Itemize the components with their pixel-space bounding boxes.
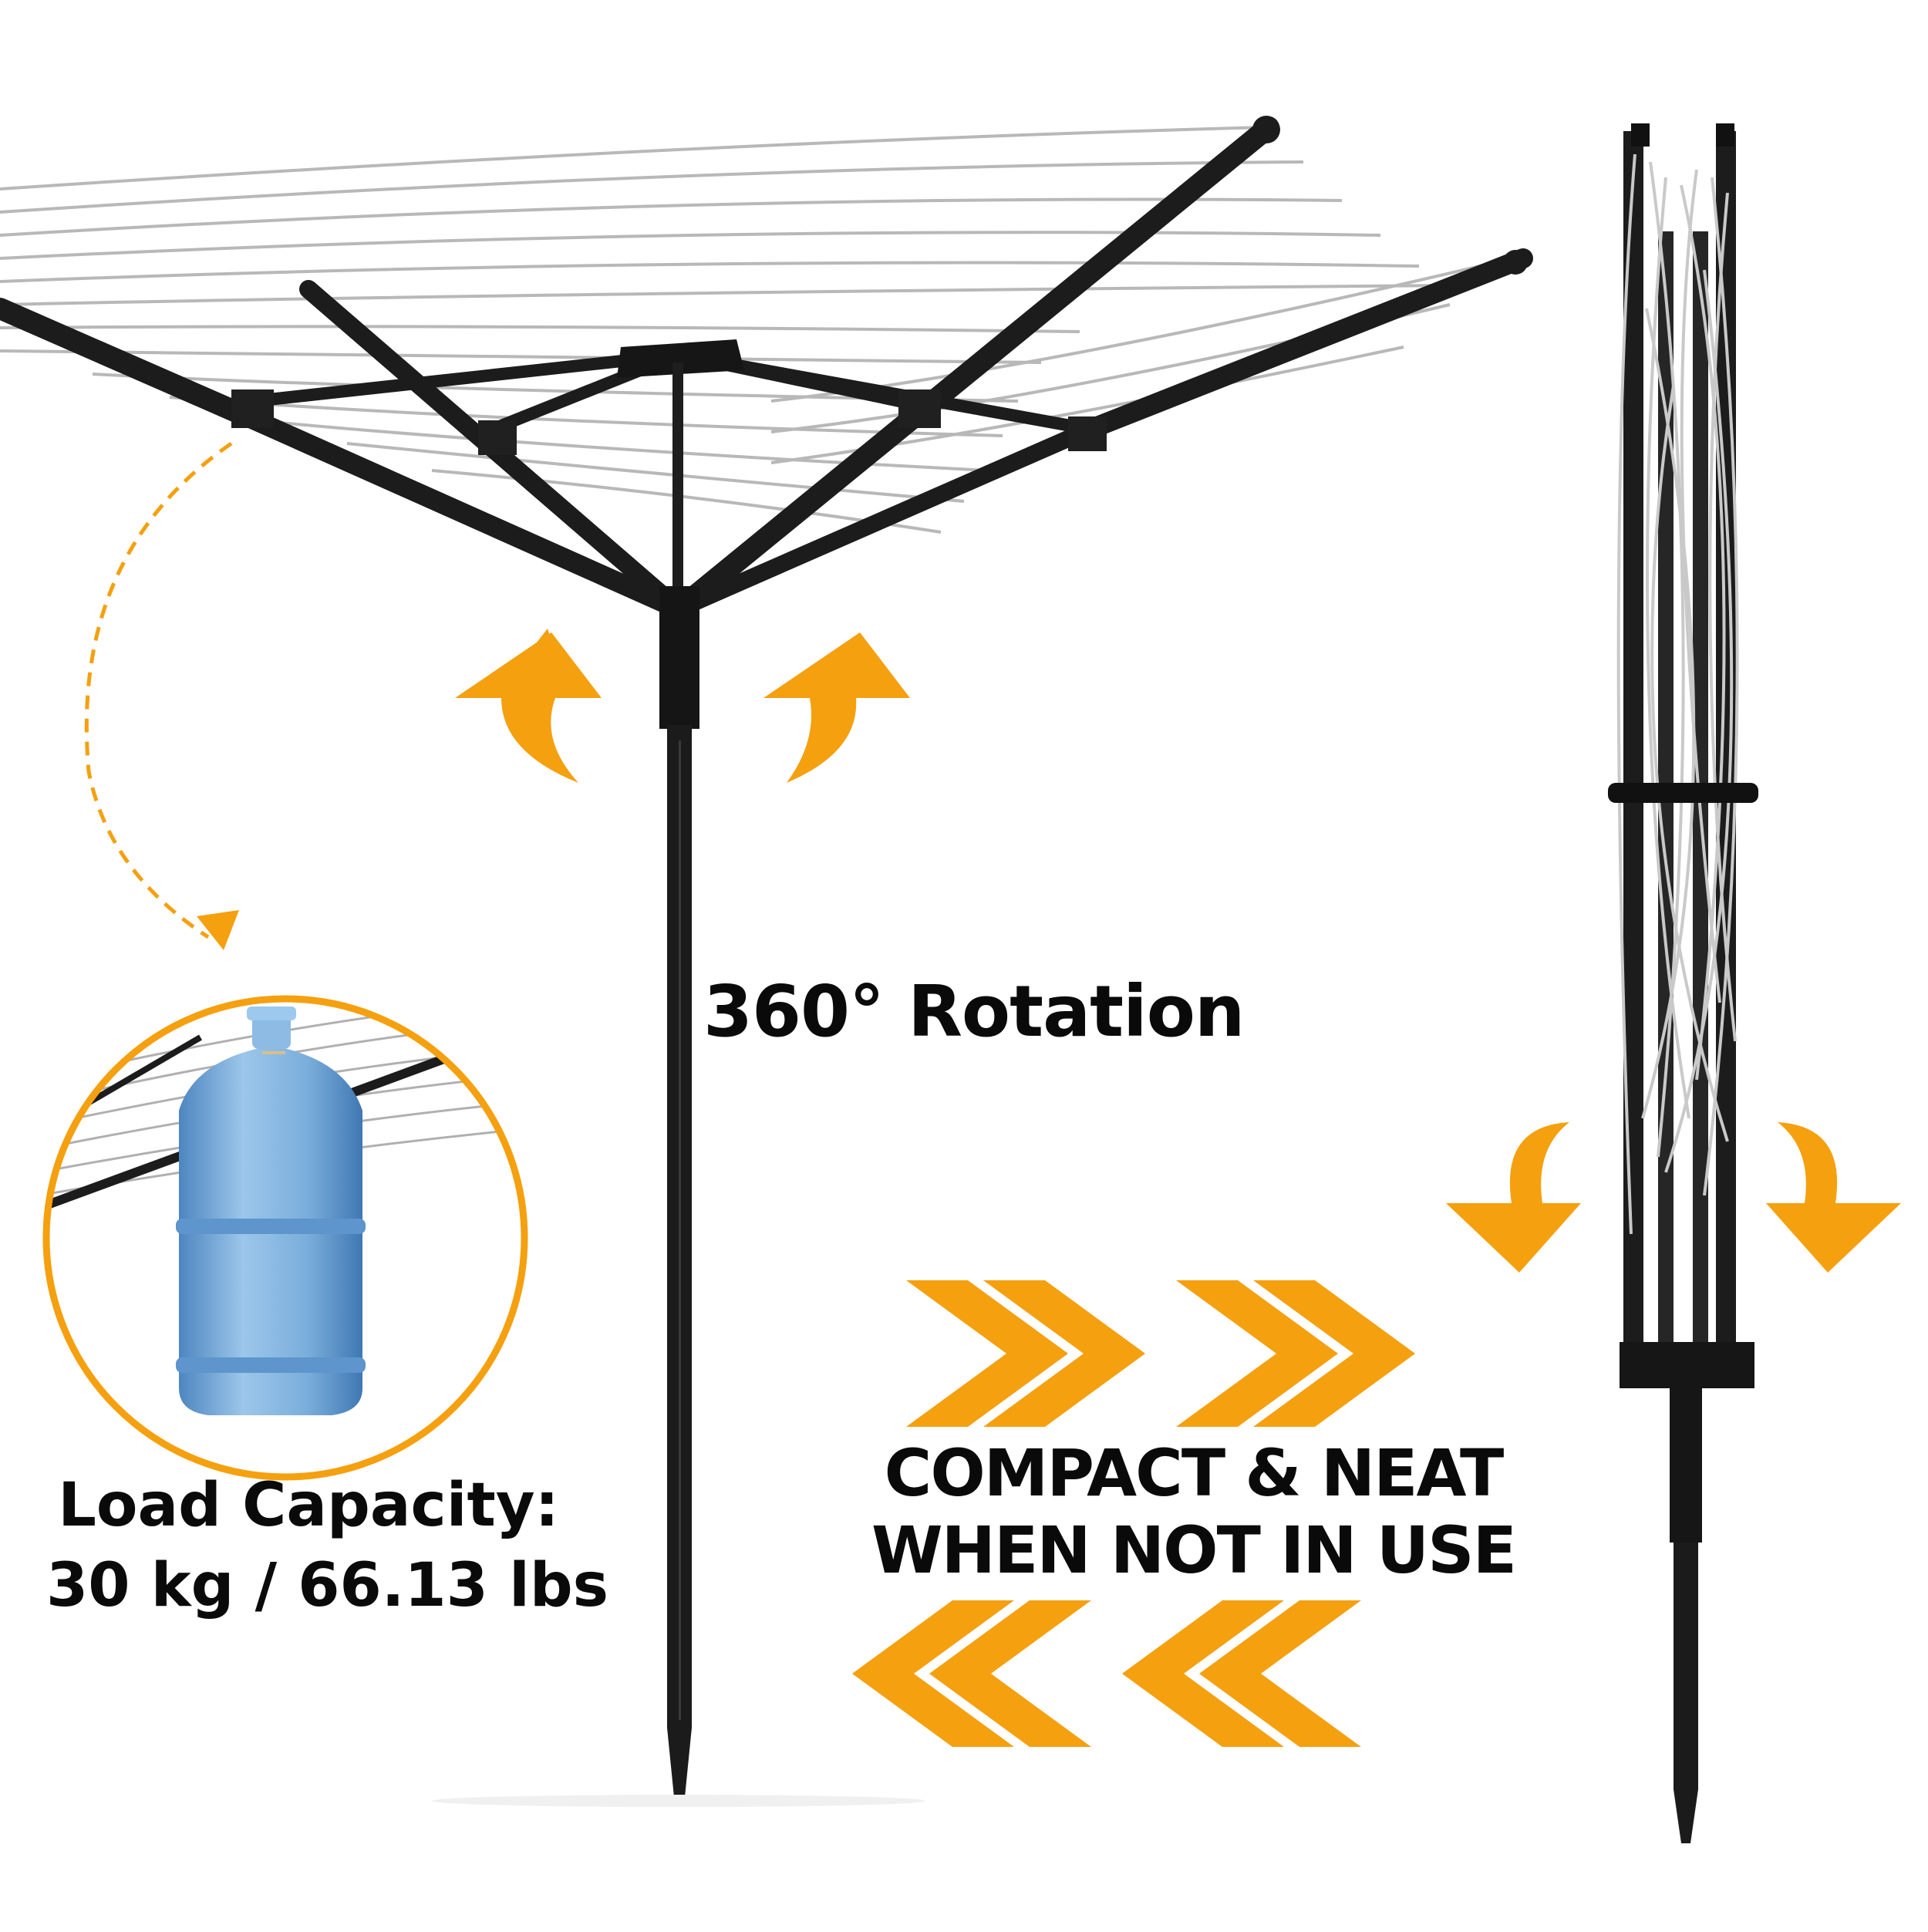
fold-arrow-right-icon [1766, 1122, 1901, 1273]
compact-label-line2: WHEN NOT IN USE [871, 1512, 1517, 1588]
clothes-lines [0, 126, 1497, 534]
load-capacity-line2: 30 kg / 66.13 lbs [46, 1551, 609, 1620]
fold-arrow-left-icon [1446, 1122, 1581, 1273]
rotation-label: 360° Rotation [703, 970, 1245, 1053]
load-capacity-inset [42, 995, 528, 1481]
water-bottle-icon [176, 1006, 366, 1415]
compact-label: COMPACT & NEAT WHEN NOT IN USE [871, 1435, 1517, 1589]
dryer-arms [0, 116, 1533, 620]
load-capacity-label: Load Capacity: 30 kg / 66.13 lbs [46, 1465, 609, 1626]
chevron-right-icon [906, 1280, 1415, 1427]
rotation-arrow-left-icon [455, 629, 602, 783]
dashed-connector [84, 441, 239, 950]
load-capacity-line1: Load Capacity: [58, 1471, 559, 1540]
folded-rotary-dryer [1608, 123, 1758, 1843]
chevron-left-icon [852, 1600, 1361, 1747]
compact-label-line1: COMPACT & NEAT [884, 1435, 1505, 1511]
rotation-arrow-right-icon [763, 632, 910, 783]
open-rotary-dryer [0, 116, 1533, 1807]
